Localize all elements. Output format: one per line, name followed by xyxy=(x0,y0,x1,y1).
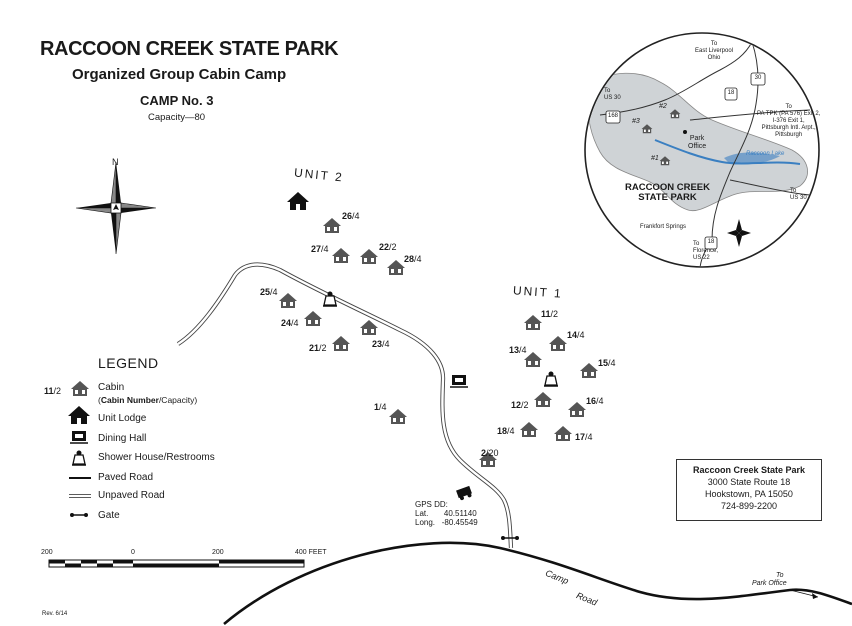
camp-number: CAMP No. 3 xyxy=(140,93,214,108)
unit1-shower-icon xyxy=(543,370,559,387)
inset-frankfort-springs: Frankfort Springs xyxy=(640,224,687,230)
scale-0: 0 xyxy=(131,549,135,556)
legend-dining-hall: Dining Hall xyxy=(98,433,147,444)
cabin-label: 27/4 xyxy=(311,244,329,254)
cabin-27-icon xyxy=(332,248,350,263)
inset-route-168: 168 xyxy=(607,113,618,119)
inset-route-30: 30 xyxy=(754,75,762,81)
legend-cabin-example: 11/2 xyxy=(44,386,62,396)
inset-camp-2: #2 xyxy=(659,103,667,110)
cabin-label: 25/4 xyxy=(260,287,278,297)
gps-coordinates: GPS DD: Lat. 40.51140 Long. -80.45549 xyxy=(415,500,478,527)
scale-200-left: 200 xyxy=(41,549,53,556)
page-subtitle: Organized Group Cabin Camp xyxy=(72,66,287,83)
cabin-label: 2/20 xyxy=(481,448,499,458)
cabin-1-icon xyxy=(389,409,407,424)
legend-paved-road: Paved Road xyxy=(98,472,154,483)
compass-rose xyxy=(75,161,157,255)
dining-hall-icon xyxy=(449,374,469,388)
legend-title: LEGEND xyxy=(98,355,159,371)
legend-cabin-note: (Cabin Number/Capacity) xyxy=(98,395,198,405)
gps-location-icon xyxy=(456,485,472,501)
inset-raccoon-lake: Raccoon Lake xyxy=(746,151,785,157)
cabin-label: 12/2 xyxy=(511,400,529,410)
inset-park-area xyxy=(587,72,808,212)
cabin-14-icon xyxy=(549,336,567,351)
cabin-11-icon xyxy=(524,315,542,330)
cabin-26-icon xyxy=(323,218,341,233)
unpaved-road xyxy=(176,262,514,549)
cabin-label: 1/4 xyxy=(374,402,387,412)
inset-map xyxy=(584,32,820,268)
cabin-icons xyxy=(279,218,598,467)
cabin-label: 16/4 xyxy=(586,396,604,406)
cabin-label: 14/4 xyxy=(567,330,585,340)
legend-gate: Gate xyxy=(98,510,120,521)
cabin-label: 11/2 xyxy=(541,309,559,319)
cabin-25-icon xyxy=(279,293,297,308)
legend-cabin: Cabin xyxy=(98,382,125,393)
cabin-label: 13/4 xyxy=(509,345,527,355)
cabin-label: 26/4 xyxy=(342,211,360,221)
inset-camp-1: #1 xyxy=(651,155,659,162)
cabin-label: 24/4 xyxy=(281,318,299,328)
inset-route-18-south: 18 xyxy=(707,239,715,245)
unit2-lodge-icon xyxy=(287,192,309,210)
cabin-label: 28/4 xyxy=(404,254,422,264)
cabin-15-icon xyxy=(580,363,598,378)
cabin-17-icon xyxy=(554,426,572,441)
cabin-label: 22/2 xyxy=(379,242,397,252)
cabin-24-icon xyxy=(304,311,322,326)
cabin-22-icon xyxy=(360,249,378,264)
inset-camp-3: #3 xyxy=(632,118,640,125)
page-title: RACCOON CREEK STATE PARK xyxy=(40,38,339,60)
legend-symbols xyxy=(68,381,91,517)
legend-unit-lodge: Unit Lodge xyxy=(98,413,147,424)
camp-capacity: Capacity—80 xyxy=(148,112,206,123)
cabin-12-icon xyxy=(534,392,552,407)
cabin-13-icon xyxy=(524,352,542,367)
to-label: To xyxy=(776,572,784,579)
inset-lake xyxy=(654,139,801,165)
cabin-label: 17/4 xyxy=(575,432,593,442)
cabin-label: 21/2 xyxy=(309,343,327,353)
cabin-label: 23/4 xyxy=(372,339,390,349)
legend-unpaved-road: Unpaved Road xyxy=(98,490,165,501)
revision-date: Rev. 6/14 xyxy=(42,611,68,617)
cabin-28-icon xyxy=(387,260,405,275)
cabin-label: 18/4 xyxy=(497,426,515,436)
cabin-21-icon xyxy=(332,336,350,351)
cabin-23-icon xyxy=(360,320,378,335)
address-box: Raccoon Creek State Park 3000 State Rout… xyxy=(676,459,822,521)
cabin-label: 15/4 xyxy=(598,358,616,368)
legend-shower-house: Shower House/Restrooms xyxy=(98,452,215,463)
cabin-16-icon xyxy=(568,402,586,417)
compass-north-label: N xyxy=(112,157,119,167)
cabin-18-icon xyxy=(520,422,538,437)
scale-200: 200 xyxy=(212,549,224,556)
scale-400-feet: 400 FEET xyxy=(295,549,327,556)
scale-bar xyxy=(48,559,305,568)
gate-icon xyxy=(501,536,519,540)
park-office-label: Park Office xyxy=(752,580,787,587)
inset-route-18-north: 18 xyxy=(727,90,735,96)
